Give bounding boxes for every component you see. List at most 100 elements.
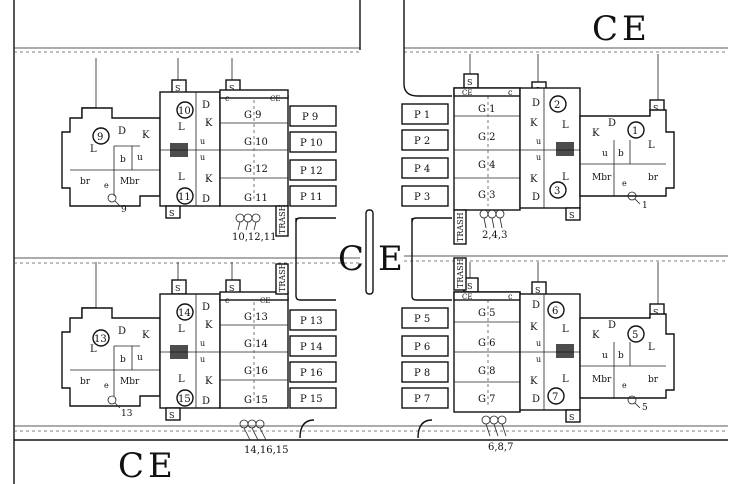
unit-number-3: 3 bbox=[554, 186, 560, 197]
parking-label: P 10 bbox=[300, 138, 323, 149]
parking-bottom-right: P 5 P 6 P 8 P 7 bbox=[401, 307, 449, 409]
parking-label: P 7 bbox=[414, 394, 430, 405]
building-top-right: S S S S TRASH CE c bbox=[453, 73, 675, 245]
ce-label-center-e: E bbox=[378, 239, 403, 279]
stair-label: S bbox=[653, 308, 658, 317]
meter-label: 2,4,3 bbox=[482, 230, 507, 241]
room-label: u bbox=[536, 355, 541, 364]
room-label: K bbox=[142, 130, 150, 141]
parking-label: P 2 bbox=[414, 136, 430, 147]
room-label: L bbox=[178, 172, 185, 183]
unit-number-2: 2 bbox=[554, 100, 560, 111]
parking-bottom-left: P 13 P 14 P 16 P 15 bbox=[289, 309, 337, 409]
room-label: L bbox=[562, 324, 569, 335]
parking-label: P 8 bbox=[414, 368, 430, 379]
garage-label: G 11 bbox=[244, 193, 268, 204]
room-label: Mbr bbox=[592, 173, 612, 183]
site-boundaries bbox=[13, 0, 728, 484]
room-label: D bbox=[118, 126, 126, 137]
room-label: u bbox=[602, 351, 608, 361]
room-label: D bbox=[532, 192, 540, 203]
stair-label: S bbox=[229, 84, 234, 93]
parking-label: P 13 bbox=[300, 316, 323, 327]
unit-number-6: 6 bbox=[552, 306, 558, 317]
unit-number-9: 9 bbox=[97, 132, 103, 143]
ce-label-bottom: CE bbox=[118, 446, 177, 484]
meter-label: 1 bbox=[642, 201, 648, 211]
room-label: D bbox=[532, 98, 540, 109]
parking-label: P 16 bbox=[300, 368, 323, 379]
garages-bottom-left: G 13 G 14 G 16 G 15 bbox=[244, 312, 268, 406]
garage-label: G 2 bbox=[478, 132, 496, 143]
stair-label: S bbox=[169, 209, 174, 218]
room-label: K bbox=[530, 118, 538, 129]
room-label: D bbox=[202, 396, 210, 407]
stair-label: S bbox=[175, 284, 180, 293]
garage-label: G 4 bbox=[478, 160, 496, 171]
stair-label: S bbox=[467, 282, 472, 291]
unit-markers-bottom-left: 13 14 15 bbox=[92, 303, 194, 407]
stair-label: S bbox=[229, 284, 234, 293]
room-label: b bbox=[120, 155, 126, 165]
parking-label: P 11 bbox=[300, 192, 323, 203]
meter-label: 9 bbox=[121, 205, 127, 215]
room-label: K bbox=[205, 118, 213, 129]
cabinet-label: c bbox=[225, 296, 230, 305]
garage-label: G 14 bbox=[244, 339, 268, 350]
meter-group-top-left: 10,12,11 9 bbox=[107, 193, 277, 243]
unit-number-15: 15 bbox=[178, 394, 191, 405]
meter-label: 14,16,15 bbox=[244, 445, 289, 456]
room-label: L bbox=[90, 144, 97, 155]
room-label: e bbox=[622, 381, 627, 390]
room-label: L bbox=[178, 122, 185, 133]
building-top-left: S S S S TRASH c CE bbox=[61, 79, 289, 237]
rooms-bottom-left: L D K b u br e Mbr D L K u u K L D bbox=[80, 302, 213, 407]
rooms-top-left: L D K b u br e Mbr D L K u u K L D bbox=[80, 100, 213, 205]
room-label: L bbox=[178, 324, 185, 335]
building-bottom-left: S S S S TRASH c CE bbox=[61, 262, 289, 421]
room-label: L bbox=[562, 374, 569, 385]
parking-label: P 12 bbox=[300, 166, 323, 177]
building-bottom-right: S S S S TRASH CE c bbox=[453, 257, 675, 423]
ce-label-center-c: C bbox=[338, 239, 364, 279]
parking-label: P 3 bbox=[414, 192, 430, 203]
room-label: K bbox=[592, 128, 600, 139]
room-label: K bbox=[530, 322, 538, 333]
room-label: L bbox=[178, 374, 185, 385]
room-label: K bbox=[592, 330, 600, 341]
parking-label: P 4 bbox=[414, 164, 430, 175]
parking-label: P 14 bbox=[300, 342, 323, 353]
parking-label: P 6 bbox=[414, 342, 430, 353]
meter-group-bottom-right: 6,8,7 5 bbox=[481, 395, 648, 453]
unit-number-11: 11 bbox=[178, 192, 191, 203]
parking-label: P 15 bbox=[300, 394, 323, 405]
room-label: L bbox=[562, 172, 569, 183]
room-label: u bbox=[536, 153, 541, 162]
unit-number-5: 5 bbox=[632, 330, 638, 341]
stair-label: S bbox=[569, 413, 574, 422]
trash-label: TRASH bbox=[278, 204, 287, 234]
unit-number-1: 1 bbox=[632, 126, 638, 137]
room-label: D bbox=[532, 394, 540, 405]
garage-label: G 10 bbox=[244, 137, 268, 148]
room-label: K bbox=[530, 376, 538, 387]
garage-label: G 8 bbox=[478, 366, 496, 377]
room-label: L bbox=[648, 342, 655, 353]
room-label: Mbr bbox=[592, 375, 612, 385]
room-label: br bbox=[80, 377, 91, 387]
room-label: Mbr bbox=[120, 377, 140, 387]
trash-label: TRASH bbox=[456, 258, 465, 288]
room-label: D bbox=[202, 100, 210, 111]
garages-top-left: G 9 G 10 G 12 G 11 bbox=[244, 110, 268, 204]
ce-small-label: CE bbox=[260, 297, 270, 305]
room-label: D bbox=[608, 320, 616, 331]
room-label: K bbox=[142, 330, 150, 341]
stair-label: S bbox=[535, 286, 540, 295]
parking-label: P 9 bbox=[302, 112, 318, 123]
room-label: L bbox=[90, 344, 97, 355]
room-label: b bbox=[618, 351, 624, 361]
room-label: L bbox=[648, 140, 655, 151]
meter-group-bottom-left: 14,16,15 13 bbox=[107, 395, 289, 456]
stair-label: S bbox=[653, 104, 658, 113]
